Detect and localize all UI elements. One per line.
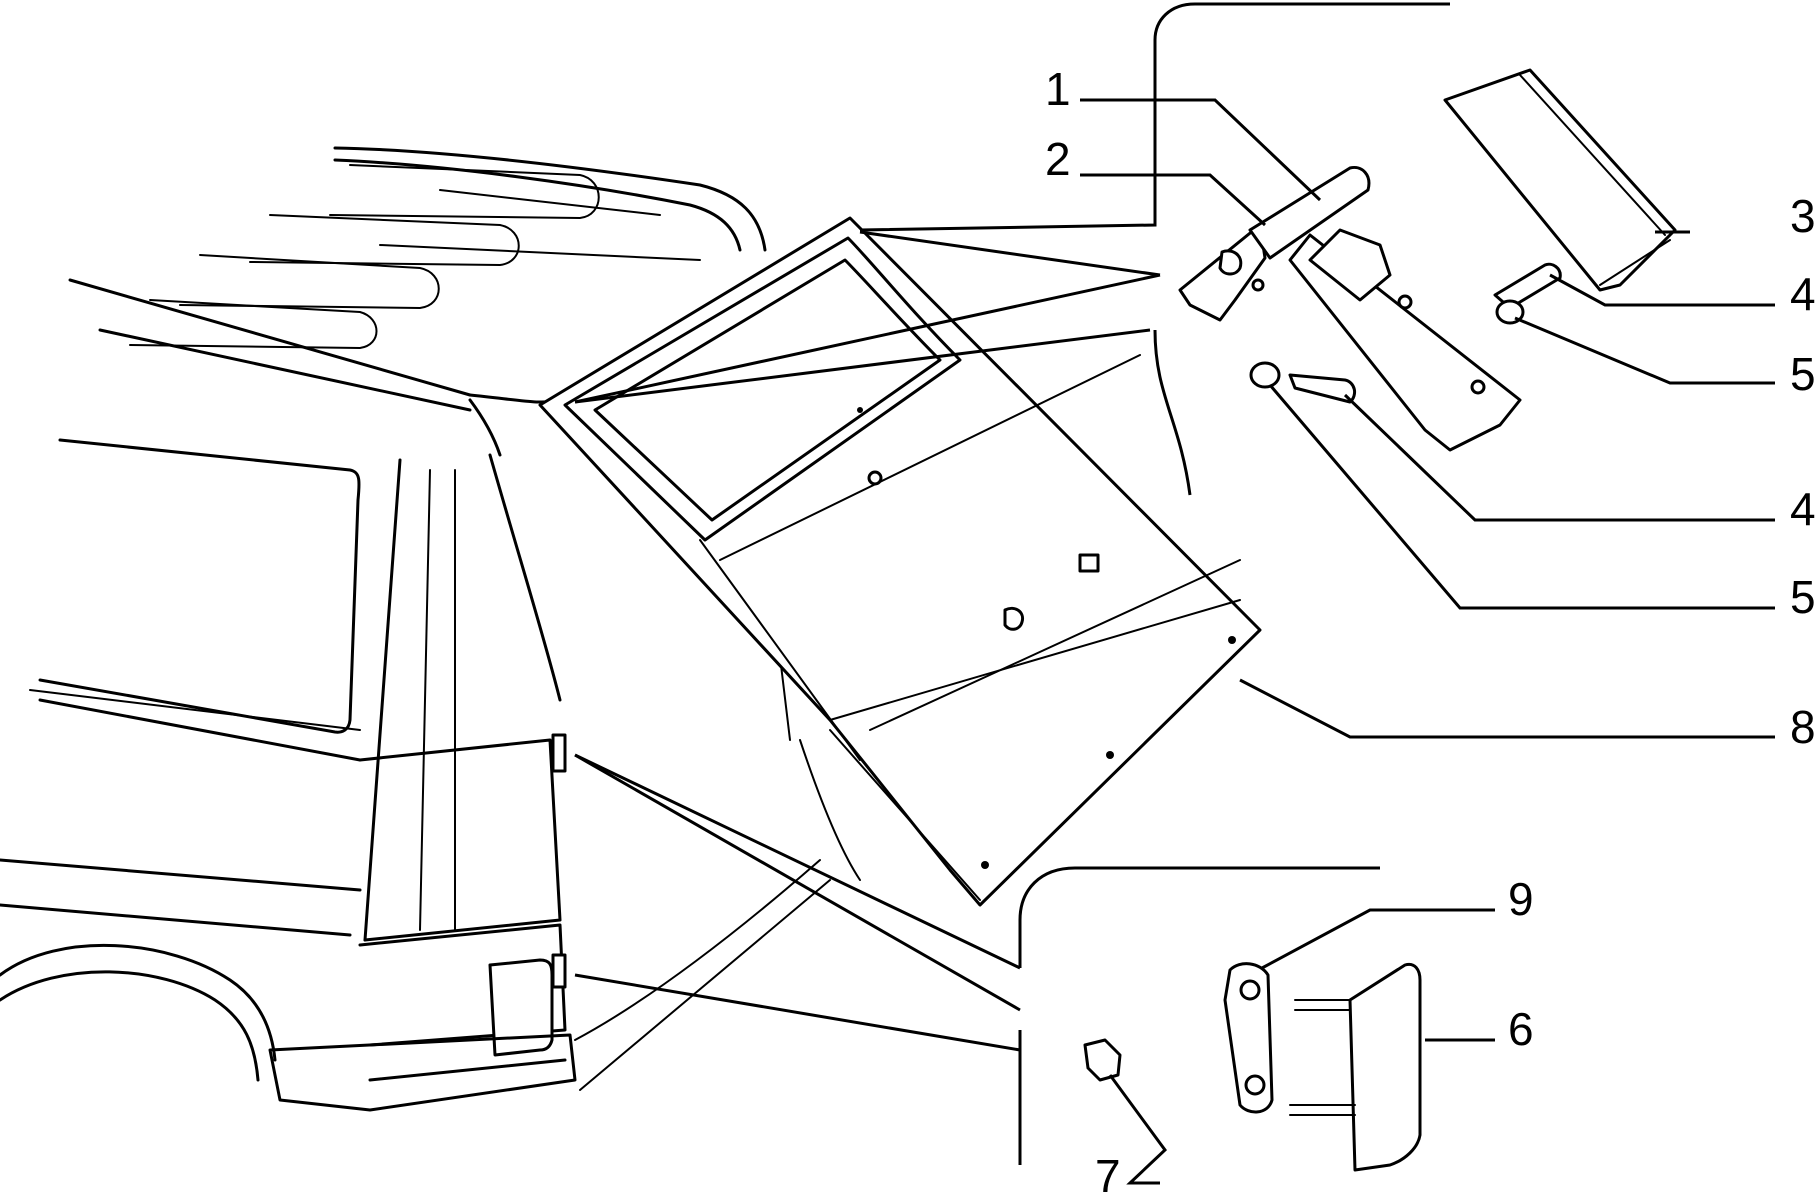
screw-icon	[1493, 262, 1562, 310]
lower-parts	[1083, 962, 1422, 1172]
callout-5a: 5	[1790, 348, 1816, 400]
callout-3: 3	[1790, 190, 1816, 242]
screw-icon	[1288, 373, 1357, 404]
fasteners-upper	[1249, 262, 1562, 404]
callout-7: 7	[1095, 1150, 1121, 1195]
callout-2: 2	[1045, 133, 1071, 185]
callout-8: 8	[1790, 701, 1816, 753]
callout-4a: 4	[1790, 268, 1816, 320]
washer-icon	[1249, 361, 1281, 389]
hinge-pin	[1248, 165, 1371, 260]
callout-6: 6	[1508, 1003, 1534, 1055]
bumper-stop-icon	[1348, 962, 1422, 1172]
detail-frames	[574, 2, 1450, 1165]
callout-5b: 5	[1790, 571, 1816, 623]
tailgate-door	[538, 216, 1262, 907]
callout-9: 9	[1508, 873, 1534, 925]
callout-leaders	[1080, 98, 1775, 1185]
callout-4b: 4	[1790, 483, 1816, 535]
nut-icon	[1083, 1038, 1122, 1082]
callout-numbers: 1 2 3 4 5 4 5 8 9 6 7	[1045, 63, 1816, 1195]
callout-1: 1	[1045, 63, 1071, 115]
gasket-icon	[1223, 962, 1274, 1114]
hinge-cover	[1443, 68, 1677, 292]
hinge-assembly	[1178, 165, 1522, 452]
